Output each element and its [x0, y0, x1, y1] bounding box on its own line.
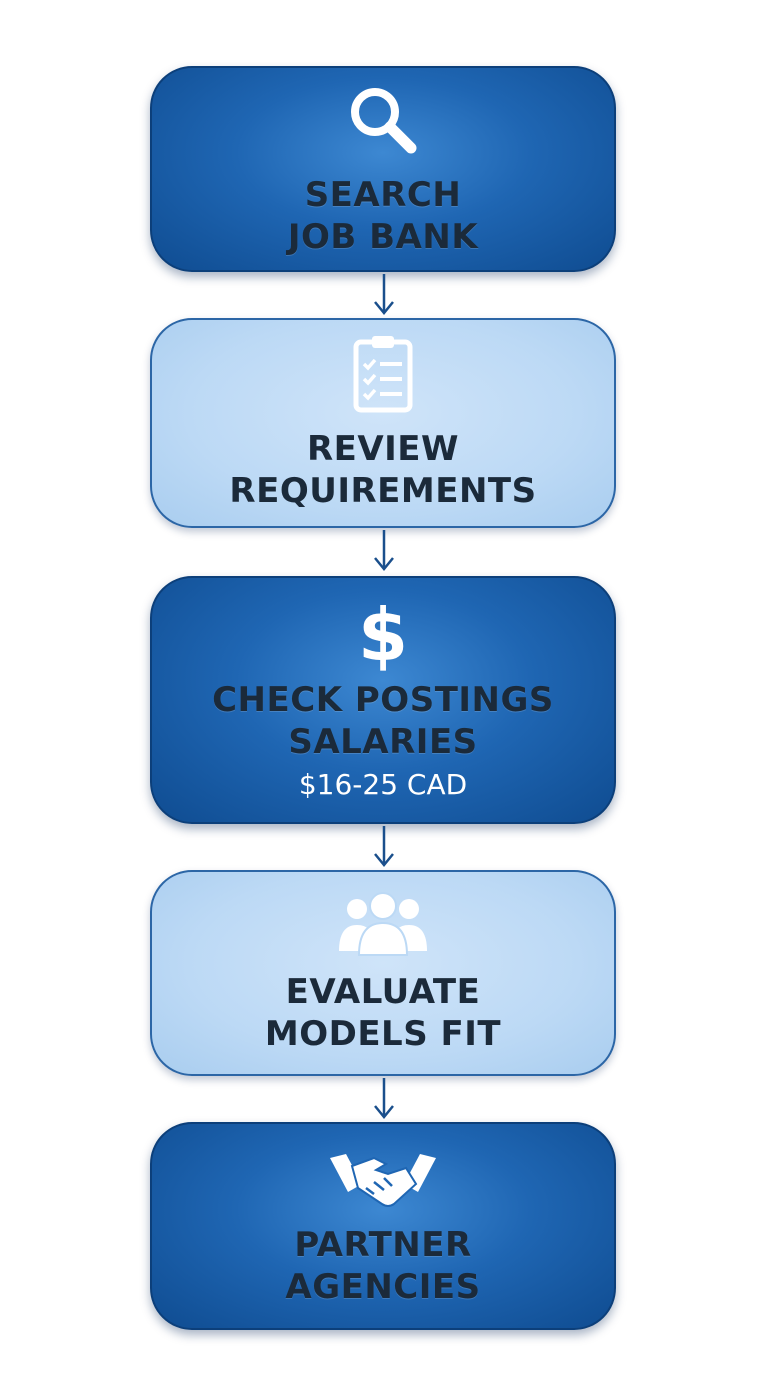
search-icon — [351, 88, 417, 154]
step-title-line1: SEARCH — [304, 175, 462, 215]
step-title-line1: PARTNER — [294, 1225, 472, 1265]
step-title-line2: JOB BANK — [287, 217, 479, 257]
salary-range: $16-25 CAD — [298, 768, 468, 801]
step-title-line2: SALARIES — [288, 722, 478, 762]
clipboard-checklist-icon — [353, 336, 413, 413]
step-partner-agencies: PARTNER AGENCIES — [150, 1122, 616, 1330]
arrow-down-icon — [374, 826, 394, 867]
step-review-requirements: REVIEW REQUIREMENTS — [150, 318, 616, 528]
step-title-line1: REVIEW — [306, 429, 460, 469]
step-title-line2: REQUIREMENTS — [229, 471, 537, 511]
step-evaluate-models-fit: EVALUATE MODELS FIT — [150, 870, 616, 1076]
step-title-line1: EVALUATE — [285, 972, 481, 1012]
dollar-icon: $ — [357, 593, 409, 677]
people-group-icon — [339, 892, 427, 956]
arrow-down-icon — [374, 274, 394, 315]
handshake-icon — [330, 1154, 436, 1207]
step-title-line1: CHECK POSTINGS — [212, 680, 554, 720]
step-title-line2: MODELS FIT — [264, 1014, 502, 1054]
arrow-down-icon — [374, 1078, 394, 1119]
arrow-down-icon — [374, 530, 394, 571]
step-title-line2: AGENCIES — [285, 1267, 481, 1307]
step-check-postings-salaries: $ CHECK POSTINGS SALARIES $16-25 CAD — [150, 576, 616, 824]
step-search-job-bank: SEARCH JOB BANK — [150, 66, 616, 272]
